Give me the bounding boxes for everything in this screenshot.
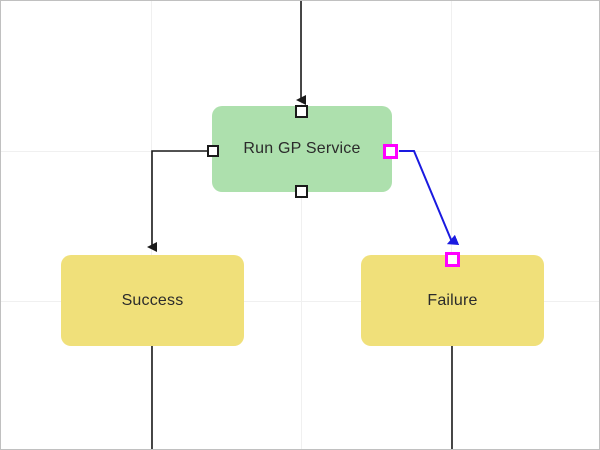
node-label-failure: Failure [427,291,478,309]
edge-run-gp-to-failure[interactable] [399,150,460,245]
port-run-gp-service-left[interactable] [207,145,219,157]
port-run-gp-service-top[interactable] [294,104,308,118]
port-run-gp-service-bottom[interactable] [294,184,308,198]
edge-run-gp-to-success[interactable] [147,150,207,252]
port-failure-top[interactable] [444,251,460,267]
port-run-gp-service-right[interactable] [382,143,398,159]
node-label-run-gp-service: Run GP Service [243,140,361,157]
node-label-success: Success [121,291,184,309]
node-success[interactable]: Success [61,255,244,346]
node-failure[interactable]: Failure [361,255,544,346]
node-run-gp-service[interactable]: Run GP Service [212,106,392,192]
